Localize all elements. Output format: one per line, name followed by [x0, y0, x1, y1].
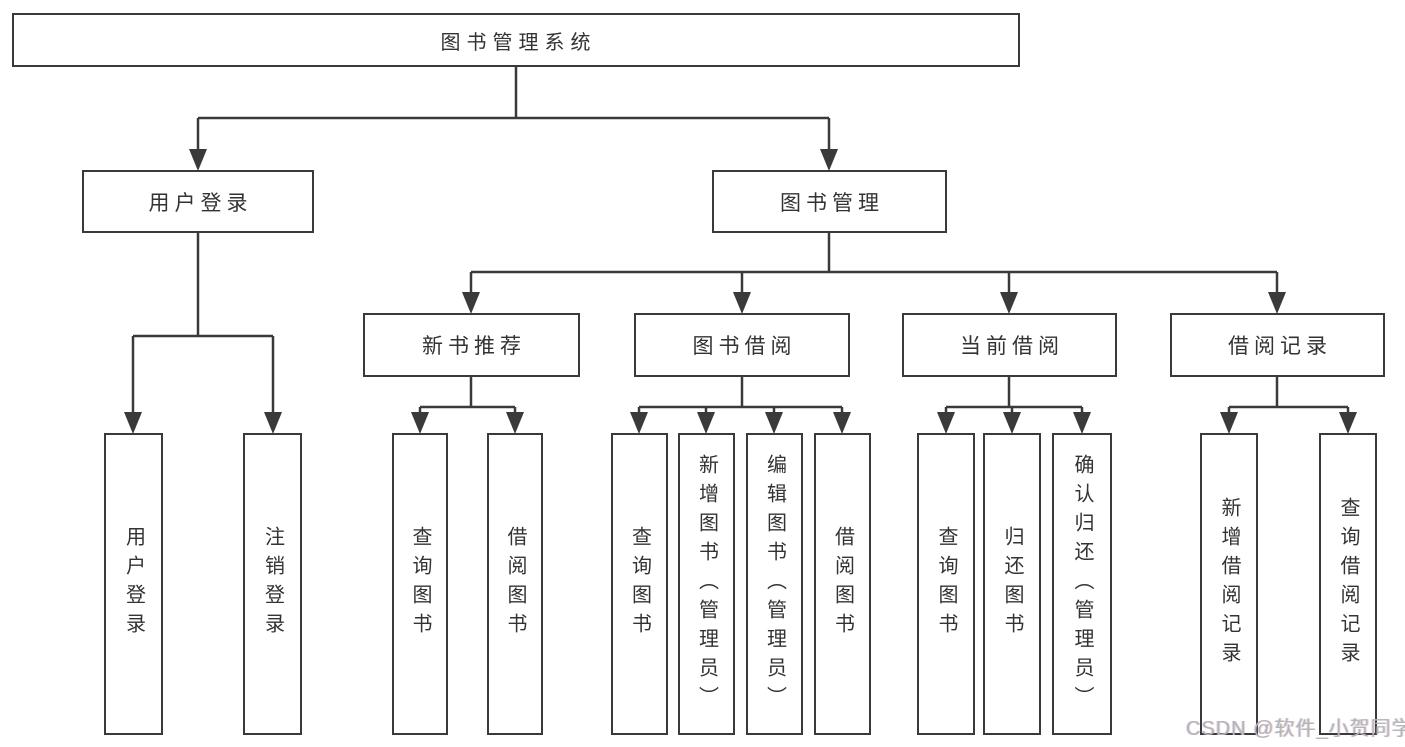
leaf-borrow-books-borrowing: 借阅图书 — [814, 433, 871, 735]
leaf-query-books-recommend: 查询图书 — [392, 433, 448, 735]
connector-new-book-to-leaves — [418, 377, 517, 414]
node-user-login: 用户登录 — [82, 170, 314, 233]
leaf-borrow-books-recommend: 借阅图书 — [487, 433, 543, 735]
node-book-management: 图书管理 — [712, 170, 947, 233]
connector-current-borrowing-to-leaves — [944, 377, 1084, 414]
connector-user-login-to-leaves — [131, 233, 275, 414]
leaf-confirm-return-admin: 确认归还（管理员） — [1052, 433, 1112, 735]
node-new-book-recommendation: 新书推荐 — [363, 313, 580, 377]
leaf-query-books-current: 查询图书 — [917, 433, 975, 735]
node-root: 图书管理系统 — [12, 13, 1020, 67]
leaf-query-borrow-record: 查询借阅记录 — [1319, 433, 1377, 735]
leaf-logout-login: 注销登录 — [243, 433, 302, 735]
connector-book-management-to-level3 — [469, 233, 1279, 294]
node-book-borrowing: 图书借阅 — [634, 313, 850, 377]
watermark: CSDN @软件_小贺同学 — [1186, 718, 1405, 740]
leaf-edit-books-admin: 编辑图书（管理员） — [746, 433, 803, 735]
leaf-user-login: 用户登录 — [104, 433, 163, 735]
leaf-add-books-admin: 新增图书（管理员） — [678, 433, 735, 735]
connector-borrow-records-to-leaves — [1227, 377, 1350, 414]
connector-root-to-level2 — [196, 67, 831, 153]
leaf-return-books: 归还图书 — [983, 433, 1041, 735]
connector-book-borrowing-to-leaves — [637, 377, 844, 414]
node-borrowing-records: 借阅记录 — [1170, 313, 1385, 377]
leaf-query-books-borrowing: 查询图书 — [611, 433, 668, 735]
leaf-add-borrow-record: 新增借阅记录 — [1200, 433, 1258, 735]
node-current-borrowing: 当前借阅 — [902, 313, 1117, 377]
